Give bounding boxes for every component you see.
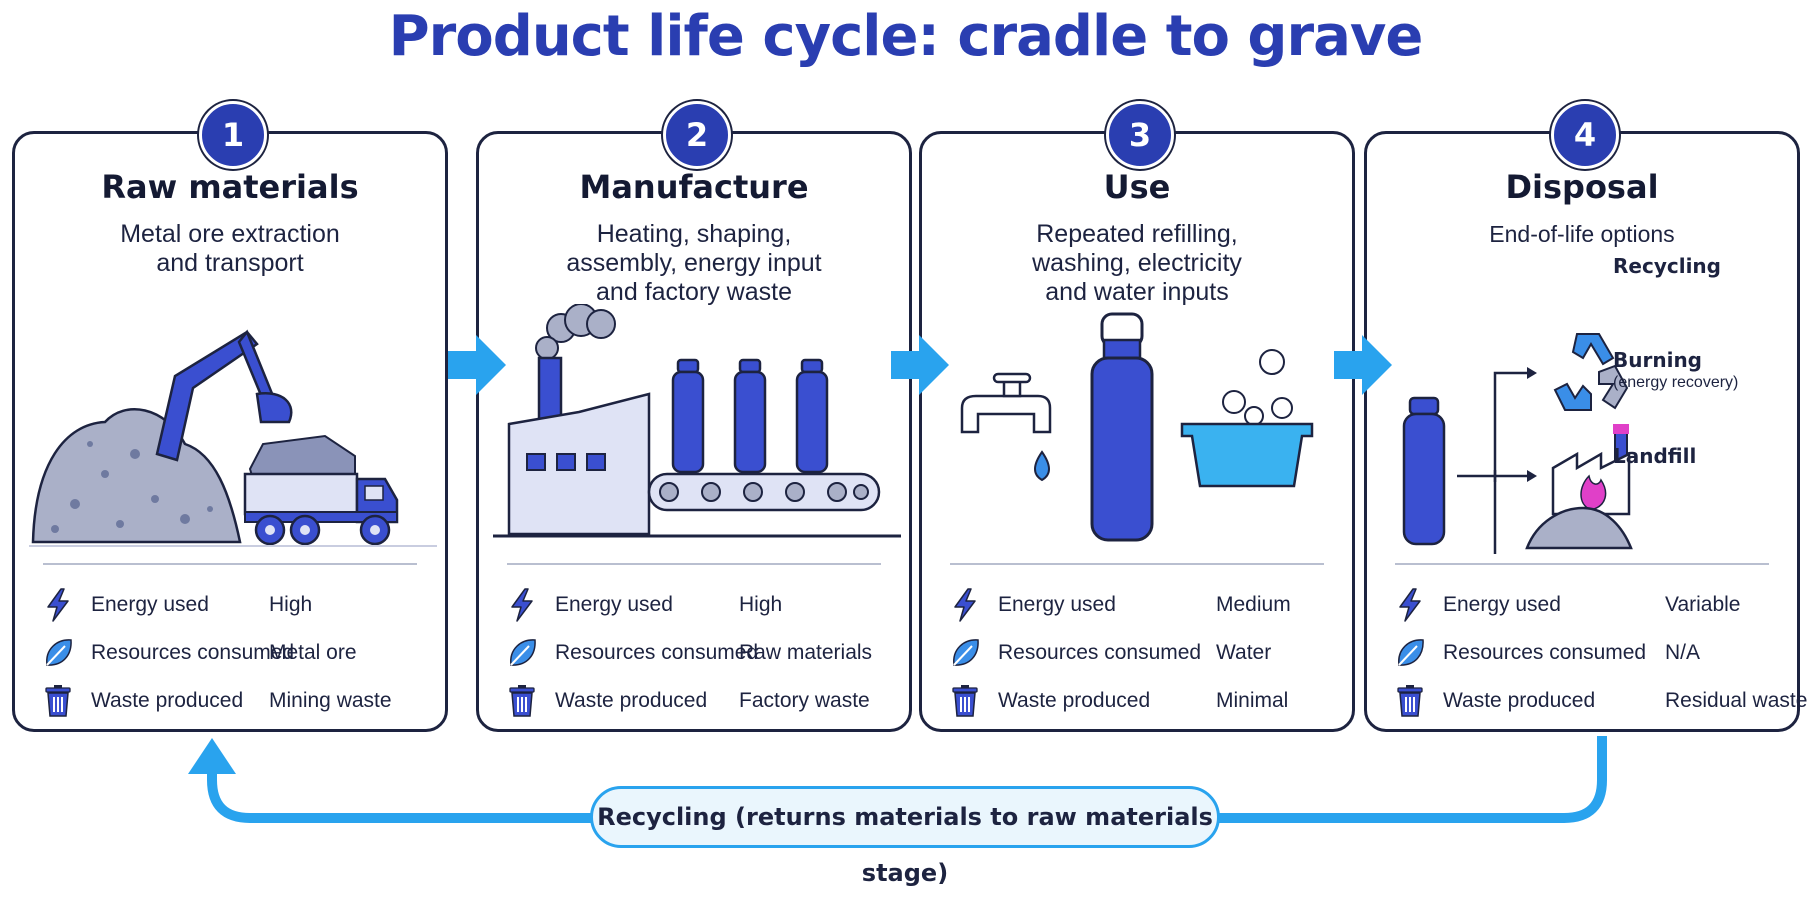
- metric-row-resources: Resources consumed Water: [948, 633, 1338, 673]
- stage-title: Use: [1103, 168, 1171, 206]
- factory-conveyor-illustration: [493, 304, 901, 538]
- lightning-icon: [1393, 587, 1427, 623]
- stage-title: Raw materials: [101, 168, 359, 206]
- metric-value: Factory waste: [739, 689, 870, 712]
- divider: [43, 563, 417, 565]
- flow-arrow-right-icon: [891, 335, 949, 395]
- option-landfill: Landfill: [1613, 444, 1697, 468]
- metric-row-resources: Resources consumed Metal ore: [41, 633, 431, 673]
- option-recycling: Recycling: [1613, 254, 1721, 278]
- metric-label: Energy used: [555, 593, 673, 616]
- metric-label: Resources consumed: [555, 641, 759, 664]
- stage-number-badge: 2: [663, 101, 731, 169]
- stage-card-manufacture: 2 Manufacture Heating, shaping, assembly…: [476, 101, 912, 732]
- trash-icon: [1393, 683, 1427, 719]
- metric-value: N/A: [1665, 641, 1701, 664]
- metric-label: Energy used: [998, 593, 1116, 616]
- stage-number-badge: 3: [1106, 101, 1174, 169]
- stage-title: Disposal: [1505, 168, 1659, 206]
- stage-number-badge: 4: [1551, 101, 1619, 169]
- metric-row-waste: Waste produced Residual waste: [1393, 681, 1807, 721]
- metric-label: Energy used: [1443, 593, 1561, 616]
- stage-number-badge: 1: [199, 101, 267, 169]
- metric-value: Metal ore: [269, 641, 357, 664]
- stage-subtitle: Metal ore extraction and transport: [120, 220, 340, 277]
- stage-subtitle: Repeated refilling, washing, electricity…: [1032, 220, 1242, 306]
- metric-value: Water: [1216, 641, 1272, 664]
- bottle-refill-wash-illustration: [960, 312, 1314, 542]
- disposal-options-illustration: [1402, 333, 1633, 554]
- leaf-icon: [948, 635, 982, 671]
- metric-label: Waste produced: [91, 689, 244, 712]
- metric-value: Raw materials: [739, 641, 873, 664]
- metric-row-energy: Energy used High: [41, 585, 431, 625]
- divider: [507, 563, 881, 565]
- trash-icon: [41, 683, 75, 719]
- lightning-icon: [41, 587, 75, 623]
- metric-value: Variable: [1665, 593, 1741, 616]
- lightning-icon: [948, 587, 982, 623]
- metric-label: Resources consumed: [1443, 641, 1647, 664]
- lightning-icon: [505, 587, 539, 623]
- metric-row-waste: Waste produced Mining waste: [41, 681, 431, 721]
- flow-arrow-right-icon: [1334, 335, 1392, 395]
- metric-label: Energy used: [91, 593, 209, 616]
- recycle-icon: [1553, 333, 1629, 411]
- divider: [950, 563, 1324, 565]
- metric-label: Resources consumed: [998, 641, 1202, 664]
- leaf-icon: [1393, 635, 1427, 671]
- excavator-mining-illustration: [29, 329, 437, 547]
- stage-card-disposal: 4 Disposal End-of-life options: [1364, 101, 1807, 732]
- leaf-icon: [41, 635, 75, 671]
- leaf-icon: [505, 635, 539, 671]
- stage-card-use: 3 Use Repeated refilling, washing, elect…: [919, 101, 1355, 732]
- option-burning-note: (energy recovery): [1613, 374, 1739, 391]
- metric-row-energy: Energy used Medium: [948, 585, 1338, 625]
- trash-icon: [505, 683, 539, 719]
- flow-arrow-right-icon: [448, 335, 506, 395]
- page-title: Product life cycle: cradle to grave: [388, 4, 1424, 69]
- metric-value: High: [739, 593, 783, 616]
- stage-subtitle: Heating, shaping, assembly, energy input…: [566, 220, 822, 306]
- metric-row-resources: Resources consumed N/A: [1393, 633, 1783, 673]
- metric-row-waste: Waste produced Minimal: [948, 681, 1338, 721]
- metric-label: Waste produced: [1443, 689, 1596, 712]
- metric-row-resources: Resources consumed Raw materials: [505, 633, 895, 673]
- factory-fire-icon: [1551, 424, 1631, 516]
- metric-value: Medium: [1216, 593, 1291, 616]
- recycling-loop-label: Recycling (returns materials to raw mate…: [590, 786, 1220, 887]
- landfill-icon: [1525, 506, 1633, 550]
- metric-label: Resources consumed: [91, 641, 295, 664]
- metric-label: Waste produced: [998, 689, 1151, 712]
- metric-value: Residual waste: [1665, 689, 1808, 712]
- metric-value: Mining waste: [269, 689, 392, 712]
- stage-title: Manufacture: [579, 168, 809, 206]
- metric-value: Minimal: [1216, 689, 1289, 712]
- stage-card-raw-materials: 1 Raw materials Metal ore extraction and…: [12, 101, 448, 732]
- metric-row-waste: Waste produced Factory waste: [505, 681, 895, 721]
- stage-subtitle: End-of-life options: [1489, 221, 1675, 247]
- metric-value: High: [269, 593, 313, 616]
- trash-icon: [948, 683, 982, 719]
- metric-label: Waste produced: [555, 689, 708, 712]
- divider: [1395, 563, 1769, 565]
- metric-row-energy: Energy used Variable: [1393, 585, 1783, 625]
- option-burning: Burning: [1613, 348, 1702, 372]
- metric-row-energy: Energy used High: [505, 585, 895, 625]
